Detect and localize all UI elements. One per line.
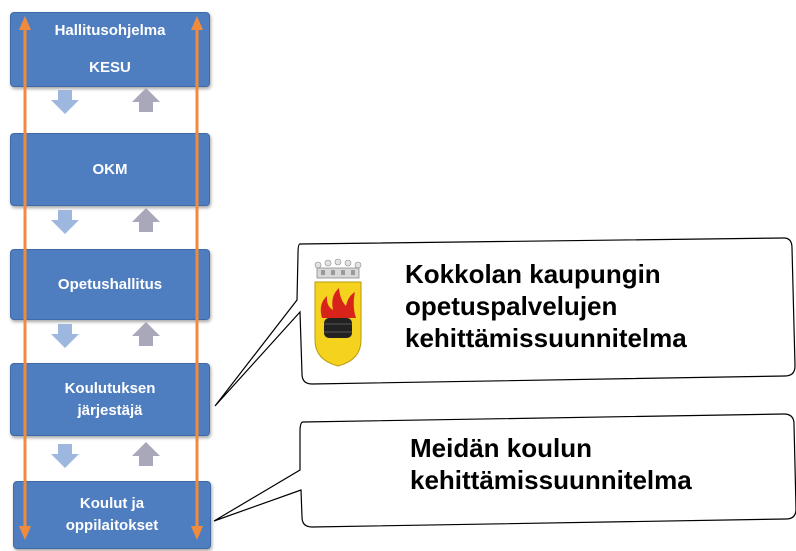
callout-line: Meidän koulun [410, 433, 592, 463]
box-label-line1: OKM [92, 160, 128, 178]
box-opetushallitus: Opetushallitus [10, 249, 210, 320]
box-label-line1: Opetushallitus [57, 275, 163, 293]
callout-line: kehittämissuunnitelma [405, 323, 687, 353]
box-label-line2: KESU [89, 58, 131, 76]
box-okm: OKM [10, 133, 210, 206]
double-headed-arrow-icon [191, 16, 203, 540]
callout-text-meidan-koulu: Meidän koulun kehittämissuunnitelma [410, 432, 692, 496]
box-label-line1: Koulut ja [79, 495, 145, 512]
box-koulutuksen-jarjestaja: Koulutuksen järjestäjä [10, 363, 210, 436]
callout-bubble [213, 413, 796, 528]
box-koulut-ja-oppilaitokset: Koulut ja oppilaitokset [13, 481, 211, 549]
up-arrow-icon [132, 88, 160, 112]
box-label-line2: järjestäjä [77, 401, 143, 419]
callout-text-kokkola: Kokkolan kaupungin opetuspalvelujen kehi… [405, 258, 687, 354]
up-arrow-icon [132, 322, 160, 346]
callout-line: kehittämissuunnitelma [410, 465, 692, 495]
box-hallitusohjelma: Hallitusohjelma KESU [10, 12, 210, 87]
down-arrow-icon [51, 210, 79, 234]
kokkola-coat-of-arms-icon [314, 258, 362, 367]
down-arrow-icon [51, 444, 79, 468]
up-arrow-icon [132, 208, 160, 232]
double-headed-arrow-icon [19, 16, 31, 540]
callout-bubble [214, 237, 796, 407]
callout-line: opetuspalvelujen [405, 291, 618, 321]
down-arrow-icon [51, 90, 79, 114]
box-label-line1: Hallitusohjelma [54, 22, 166, 40]
up-arrow-icon [132, 442, 160, 466]
down-arrow-icon [51, 324, 79, 348]
box-label-line2: oppilaitokset [65, 517, 159, 534]
callout-line: Kokkolan kaupungin [405, 259, 661, 289]
box-label-line1: Koulutuksen [64, 379, 156, 397]
